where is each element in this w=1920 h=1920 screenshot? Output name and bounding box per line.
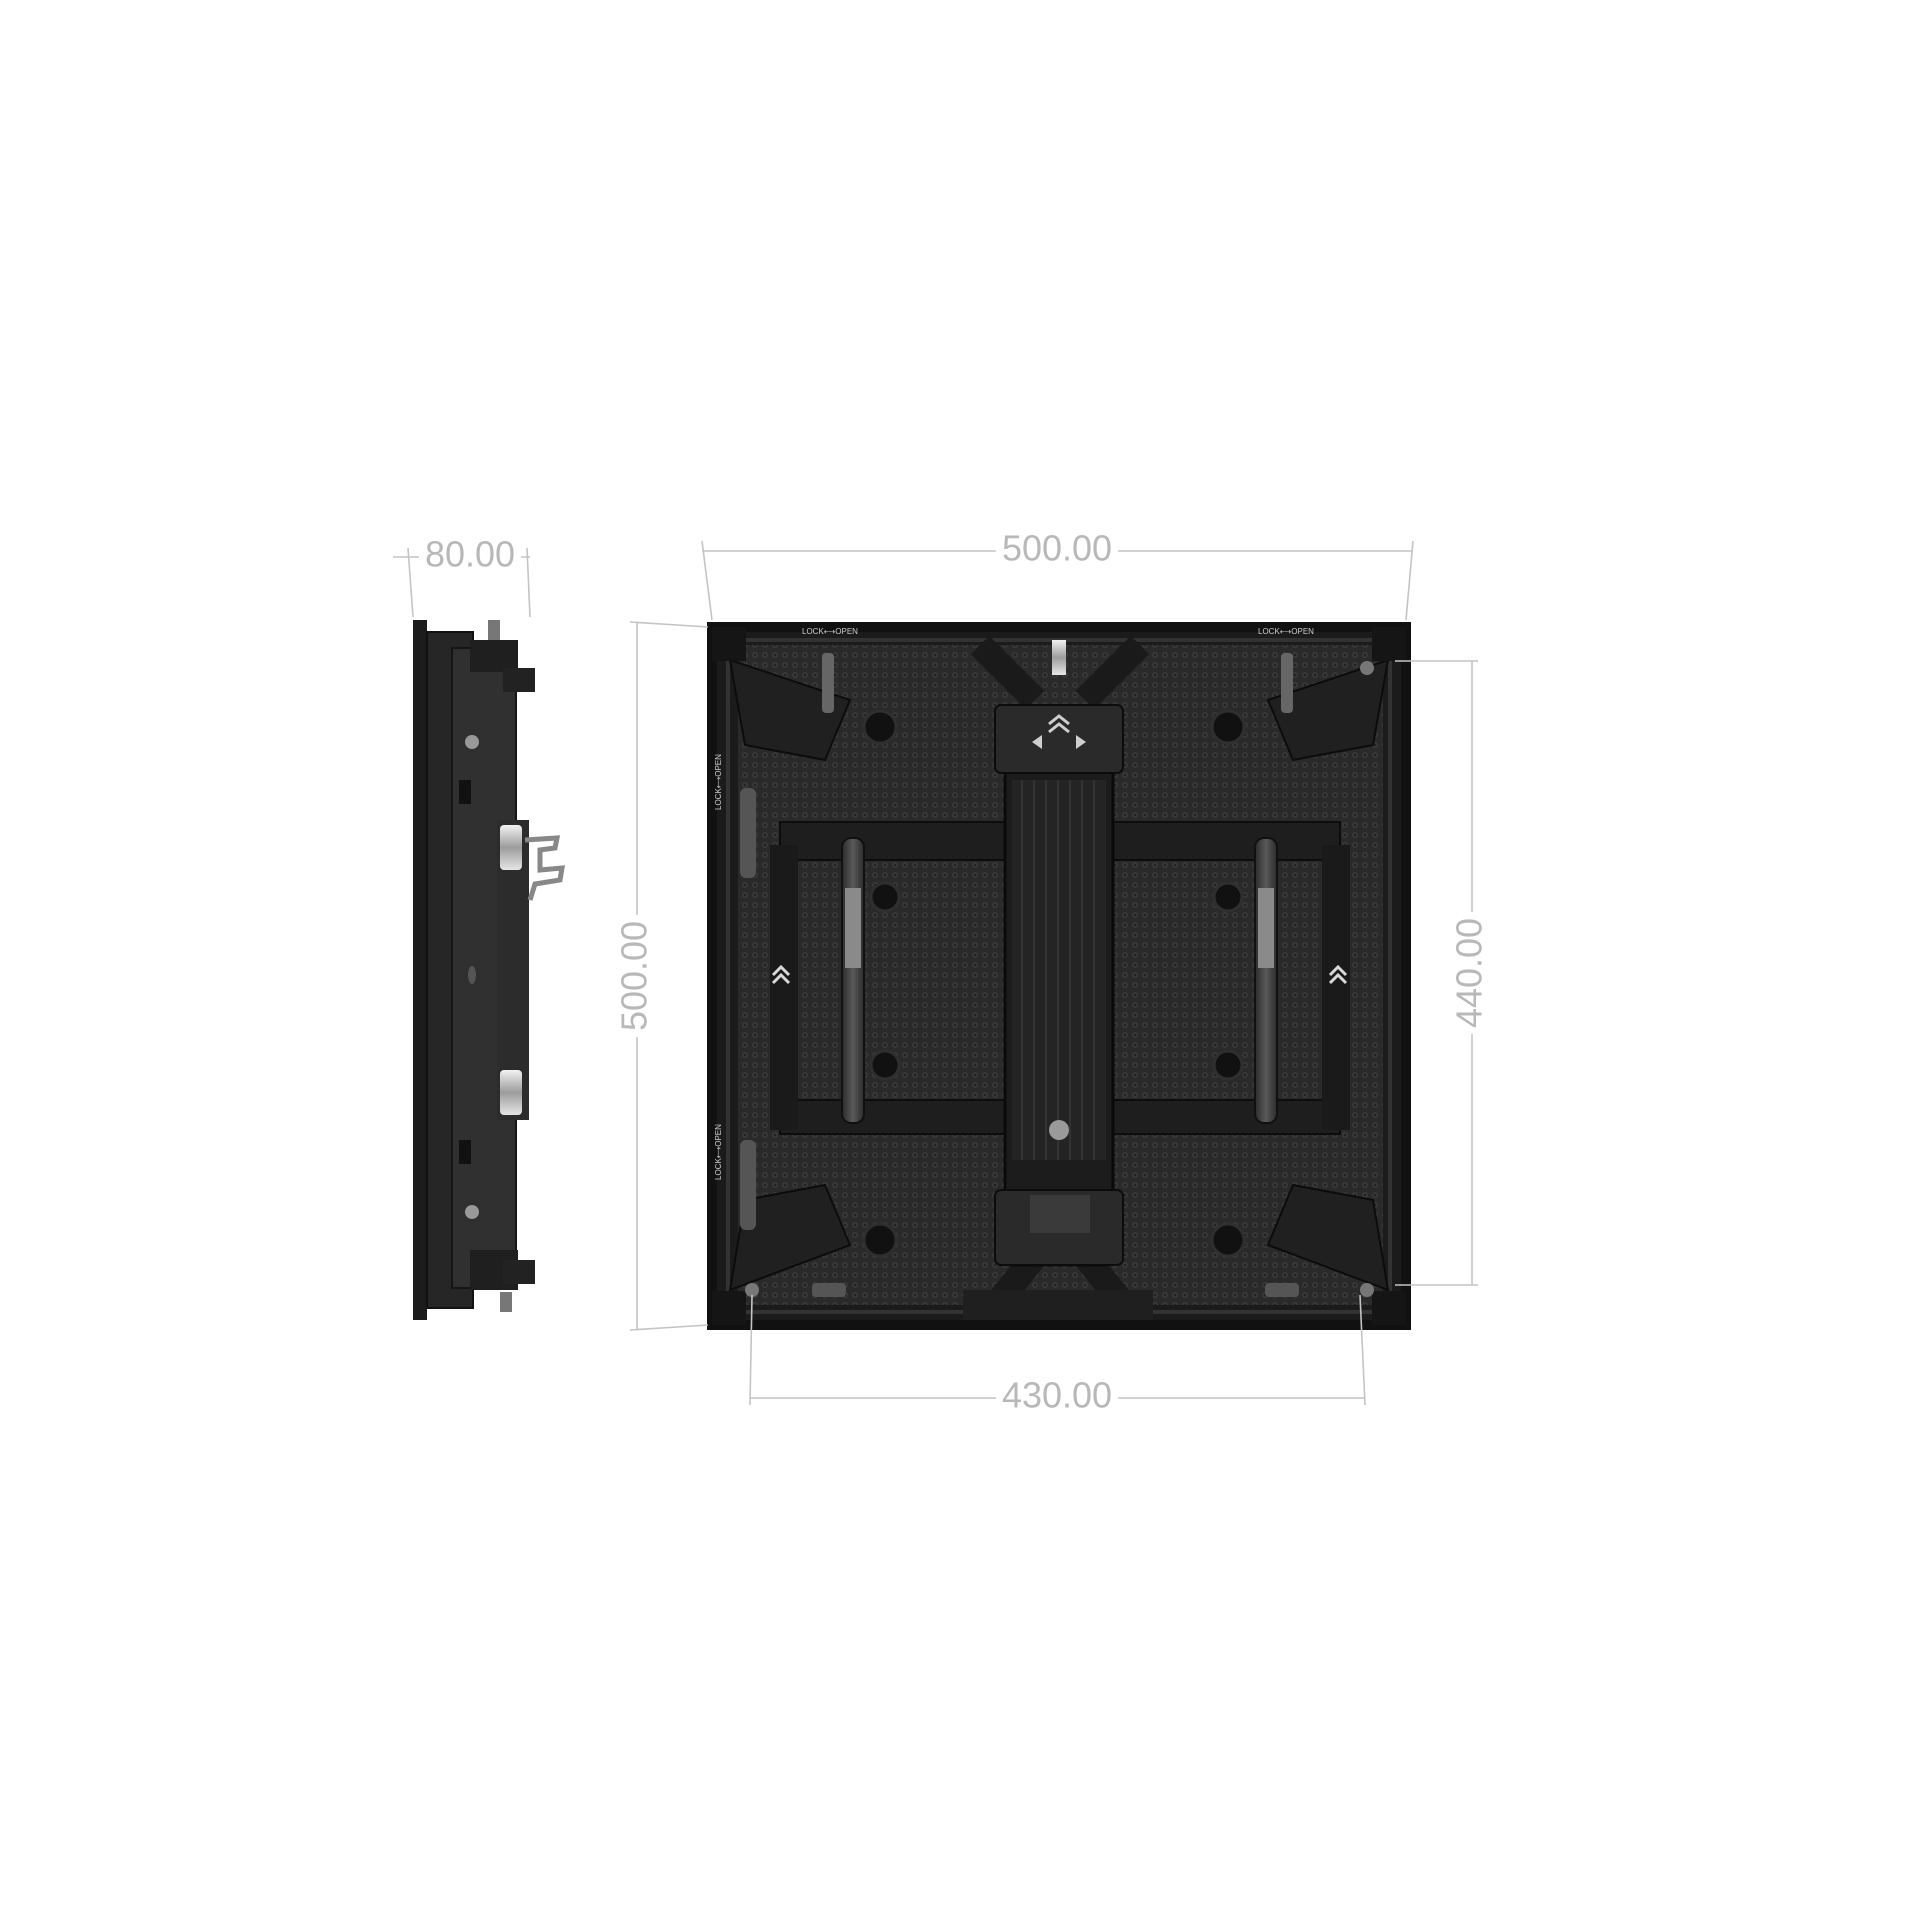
- dimension-front-width: 500.00: [701, 527, 1414, 621]
- dimension-side-depth: 80.00: [393, 533, 531, 618]
- dimension-label-backdrop: [995, 1374, 1119, 1416]
- dimension-side-depth-label: 80.00: [425, 534, 515, 575]
- dimension-inner-height: 440.00: [1395, 660, 1490, 1286]
- side-view: [413, 620, 565, 1320]
- dimension-front-height-label: 500.00: [614, 921, 655, 1031]
- dimension-bottom-width: 430.00: [749, 1294, 1366, 1416]
- dimension-front-height: 500.00: [613, 621, 709, 1331]
- dimension-label-backdrop: [1448, 911, 1490, 1035]
- dimension-inner-height-label: 440.00: [1449, 918, 1490, 1028]
- dimension-label-backdrop: [995, 527, 1119, 569]
- lock-open-label-side-bottom: LOCK⟷OPEN: [714, 1124, 723, 1180]
- dimension-bottom-width-label: 430.00: [1002, 1375, 1112, 1416]
- lock-open-label-top-right: LOCK⟷OPEN: [1258, 627, 1314, 636]
- lock-open-label-side-top: LOCK⟷OPEN: [714, 754, 723, 810]
- dimension-label-backdrop: [418, 533, 522, 575]
- lock-open-label-top-left: LOCK⟷OPEN: [802, 627, 858, 636]
- dimension-front-width-label: 500.00: [1002, 528, 1112, 569]
- dimension-label-backdrop: [613, 914, 655, 1038]
- panel-rear-view: LOCK⟷OPEN LOCK⟷OPEN LOCK⟷OPEN LOCK⟷OPEN: [707, 622, 1411, 1330]
